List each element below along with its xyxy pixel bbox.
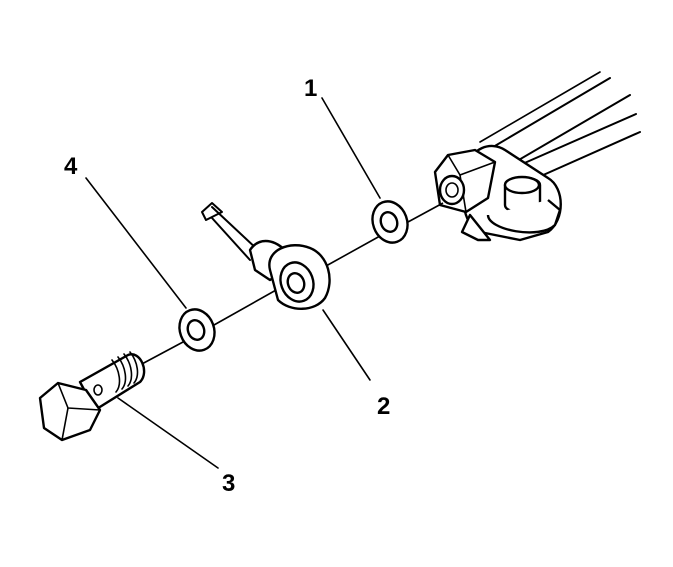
pipe-assembly [433, 71, 641, 242]
leader-lines [85, 97, 381, 469]
washer-4 [178, 308, 216, 352]
leader-1 [321, 97, 381, 199]
fitting-eye-2 [268, 244, 331, 310]
banjo-bolt-3 [38, 351, 146, 442]
leader-2 [322, 309, 371, 381]
callout-4: 4 [64, 153, 78, 180]
callout-2: 2 [377, 393, 390, 420]
washer-1 [371, 200, 409, 244]
callout-3: 3 [222, 470, 235, 497]
leader-4 [85, 177, 187, 309]
leader-3 [117, 397, 219, 469]
callout-1: 1 [304, 75, 317, 102]
